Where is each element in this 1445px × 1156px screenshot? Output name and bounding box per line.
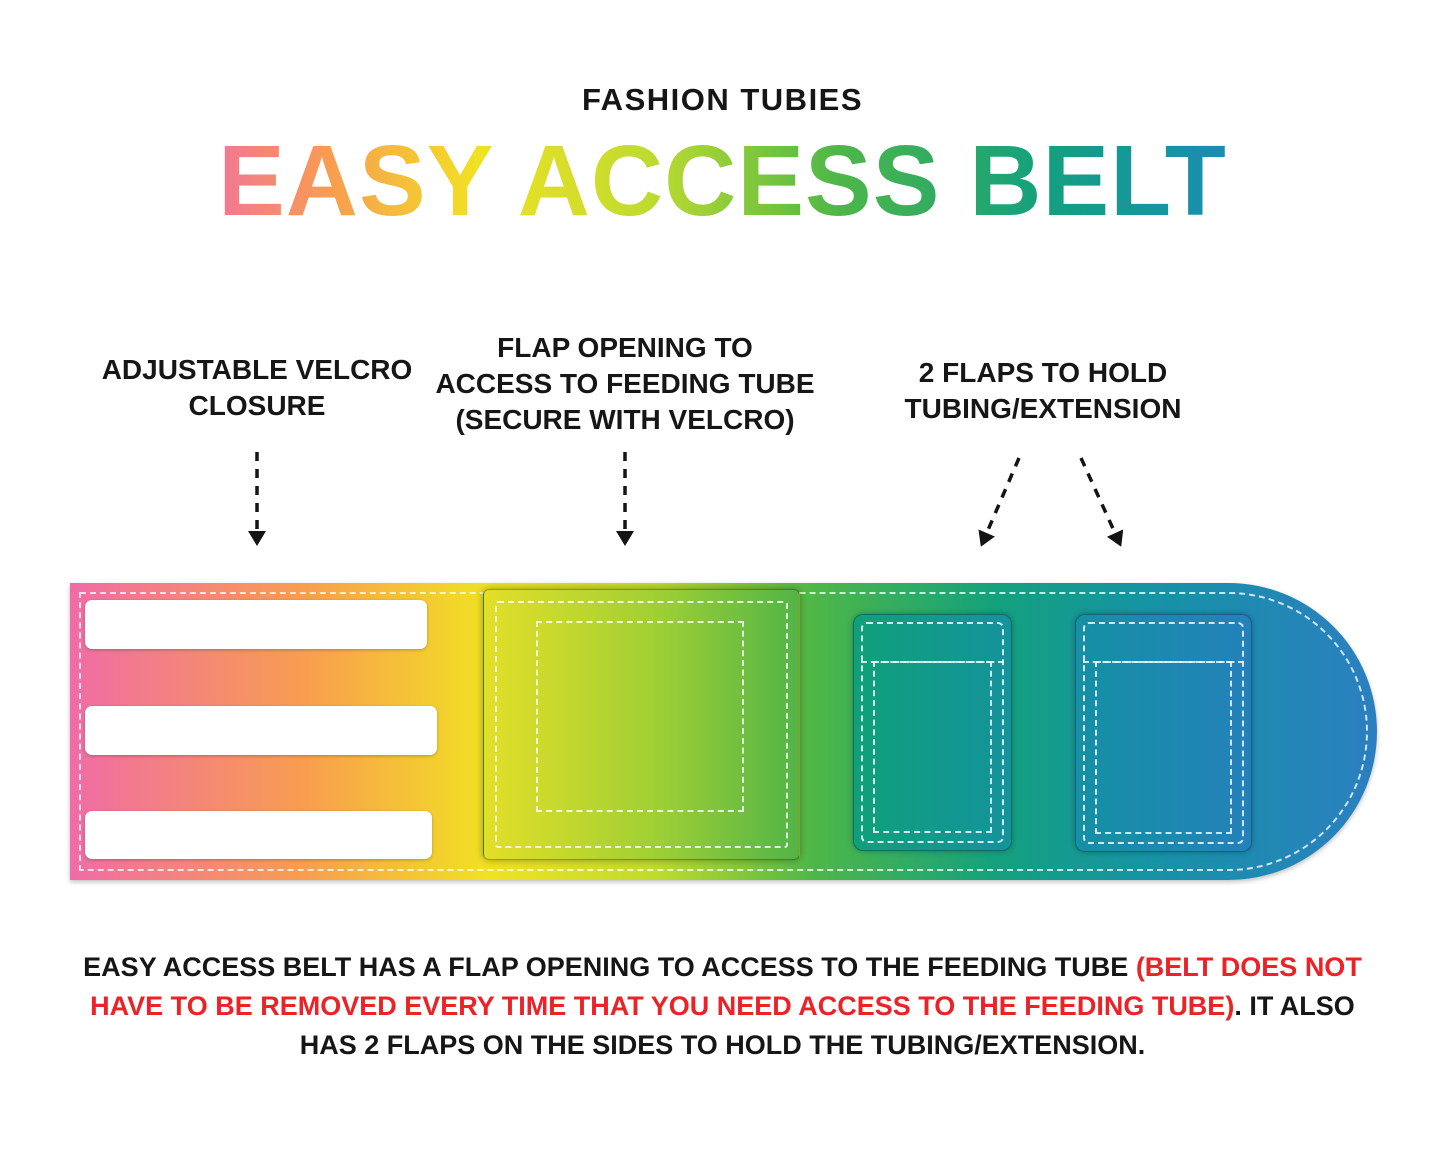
arrow-side-flap-left <box>978 457 1021 547</box>
page-title: EASY ACCESS BELT <box>0 126 1445 236</box>
tubing-flap-1-pocket-outline <box>873 661 992 833</box>
description-part1: EASY ACCESS BELT HAS A FLAP OPENING TO A… <box>83 952 1136 982</box>
tubing-flap-2-pocket-outline <box>1095 661 1232 834</box>
tubing-flap-2 <box>1075 614 1252 852</box>
label-flap-opening: FLAP OPENING TO ACCESS TO FEEDING TUBE (… <box>435 332 815 435</box>
feeding-tube-access-flap <box>483 589 800 860</box>
tubing-flap-1-stitch <box>861 622 1004 843</box>
label-velcro-closure: ADJUSTABLE VELCRO CLOSURE <box>101 354 413 421</box>
brand-title: FASHION TUBIES <box>581 82 864 117</box>
flap-stitch-line <box>495 601 788 848</box>
velcro-strip-2 <box>85 706 437 755</box>
tubing-flap-1 <box>853 614 1012 851</box>
description-part2: . IT ALSO HAS 2 FLAPS ON THE SIDES TO HO… <box>299 991 1355 1061</box>
arrow-side-flap-right <box>1079 457 1124 547</box>
description-text: EASY ACCESS BELT HAS A FLAP OPENING TO A… <box>40 948 1405 1065</box>
label-side-flaps: 2 FLAPS TO HOLD TUBING/EXTENSION <box>904 357 1182 424</box>
tubing-flap-2-stitch <box>1083 622 1244 844</box>
flap-opening-outline <box>536 621 744 812</box>
belt-illustration <box>70 583 1377 880</box>
description-highlight: (BELT DOES NOT HAVE TO BE REMOVED EVERY … <box>90 952 1362 1022</box>
velcro-strip-1 <box>85 600 427 649</box>
velcro-strip-3 <box>85 811 432 859</box>
